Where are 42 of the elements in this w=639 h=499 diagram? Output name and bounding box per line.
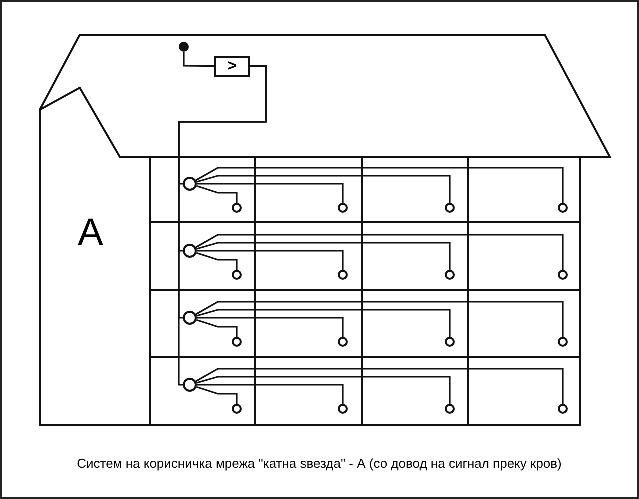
cable-line (196, 386, 238, 404)
splitter-circle (183, 177, 197, 191)
cable-line (183, 52, 214, 68)
cable-line (196, 301, 564, 337)
outlet-circle (445, 203, 455, 213)
outlet-circle (232, 337, 242, 347)
cable-line (196, 175, 451, 203)
cable-line (196, 376, 451, 404)
cable-line (178, 65, 267, 386)
outlet-circle (232, 203, 242, 213)
outlet-circle (338, 270, 348, 280)
outlet-circle (558, 404, 568, 414)
outlet-circle (338, 203, 348, 213)
splitter-circle (183, 244, 197, 258)
cable-line (196, 167, 564, 203)
outlet-circle (338, 337, 348, 347)
cable-line (197, 384, 344, 404)
cable-line (196, 252, 238, 270)
outlet-circle (445, 404, 455, 414)
caption: Систем на корисничка мрежа "катна ѕвезда" - А (со довод на сигнал преку кров) (76, 456, 563, 471)
amplifier-box: > (214, 56, 250, 77)
outlet-circle (558, 203, 568, 213)
outlet-circle (558, 270, 568, 280)
outlet-circle (445, 270, 455, 280)
cable-line (196, 368, 564, 404)
cable-line (196, 319, 238, 337)
outlet-circle (232, 270, 242, 280)
splitter-circle (183, 378, 197, 392)
cable-line (197, 250, 344, 270)
cable-line (196, 234, 564, 270)
outlet-circle (338, 404, 348, 414)
splitter-circle (183, 311, 197, 325)
outlet-circle (445, 337, 455, 347)
outlet-circle (558, 337, 568, 347)
cable-line (196, 242, 451, 270)
cable-line (197, 317, 344, 337)
cable-line (196, 309, 451, 337)
building-label: А (78, 212, 104, 255)
cable-line (196, 185, 238, 203)
antenna-dot (179, 42, 189, 52)
outlet-circle (232, 404, 242, 414)
cable-line (197, 183, 344, 203)
